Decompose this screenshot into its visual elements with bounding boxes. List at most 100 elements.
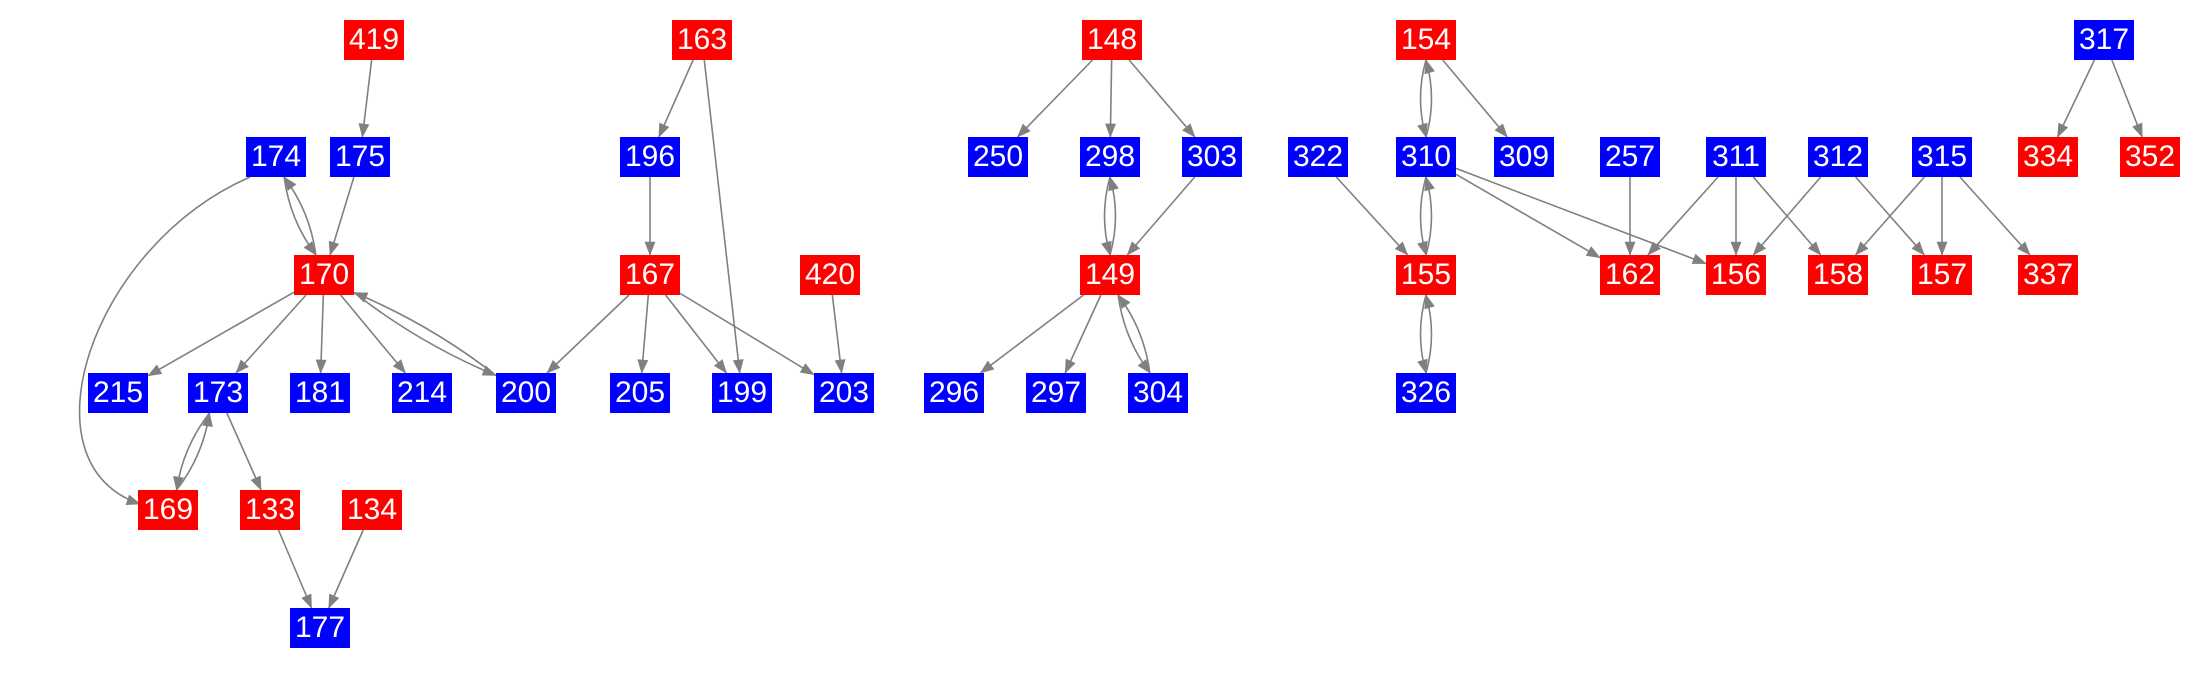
edge-arrowhead [834,359,846,374]
edge-arrowhead [1417,122,1428,138]
edge-arrowhead [1137,359,1151,374]
graph-node-163[interactable]: 163 [672,20,732,60]
edge-arrowhead [1624,241,1636,256]
graph-edge-170-to-173 [235,294,307,374]
graph-node-334[interactable]: 334 [2018,137,2078,177]
graph-edge-134-to-177 [328,529,364,609]
edge-arrowhead [392,359,406,374]
graph-edge-148-to-303 [1128,59,1196,138]
edge-arrowhead [1394,241,1409,256]
edge-arrowhead [1911,241,1925,256]
graph-node-303[interactable]: 303 [1182,137,1242,177]
edge-arrowhead [1807,241,1822,256]
edge-arrowhead [2057,122,2069,138]
edge-arrowhead [1117,294,1131,309]
edge-arrowhead [2132,122,2143,138]
edge-arrowhead [658,122,670,138]
graph-node-181[interactable]: 181 [290,373,350,413]
edge-arrowhead [1417,358,1428,374]
graph-edge-163-to-199 [703,59,741,374]
graph-edge-174-to-169 [78,176,251,505]
graph-node-298[interactable]: 298 [1080,137,1140,177]
edge-arrowhead [1064,358,1076,374]
graph-node-170[interactable]: 170 [294,255,354,295]
graph-edge-311-to-162 [1647,176,1719,256]
graph-node-310[interactable]: 310 [1396,137,1456,177]
graph-edge-317-to-334 [2056,59,2096,138]
edge-arrowhead [1105,123,1117,138]
graph-node-214[interactable]: 214 [392,373,452,413]
graph-node-304[interactable]: 304 [1128,373,1188,413]
graph-node-167[interactable]: 167 [620,255,680,295]
graph-node-169[interactable]: 169 [138,490,198,530]
edge-arrowhead [147,364,163,377]
edge-arrowhead [1108,176,1119,192]
graph-edge-200-to-170 [353,291,497,377]
edge-arrowhead [1016,123,1031,138]
graph-node-257[interactable]: 257 [1600,137,1660,177]
graph-node-250[interactable]: 250 [968,137,1028,177]
graph-node-157[interactable]: 157 [1912,255,1972,295]
graph-node-173[interactable]: 173 [188,373,248,413]
graph-node-199[interactable]: 199 [712,373,772,413]
graph-node-317[interactable]: 317 [2074,20,2134,60]
graph-node-326[interactable]: 326 [1396,373,1456,413]
graph-edge-173-to-133 [226,412,262,491]
graph-node-148[interactable]: 148 [1082,20,1142,60]
edge-arrowhead [1424,294,1435,310]
graph-node-154[interactable]: 154 [1396,20,1456,60]
graph-node-337[interactable]: 337 [2018,255,2078,295]
graph-node-215[interactable]: 215 [88,373,148,413]
graph-node-200[interactable]: 200 [496,373,556,413]
edge-arrowhead [1101,240,1112,256]
graph-node-297[interactable]: 297 [1026,373,1086,413]
edge-arrowhead [1647,241,1661,256]
graph-edge-133-to-177 [277,529,313,609]
edge-arrowhead [644,241,656,256]
graph-node-205[interactable]: 205 [610,373,670,413]
graph-edge-310-to-156 [1455,167,1707,265]
edge-arrowhead [315,359,327,374]
graph-edge-303-to-149 [1126,176,1196,256]
edge-arrowhead [328,593,340,609]
edge-arrowhead [328,240,340,256]
graph-node-203[interactable]: 203 [814,373,874,413]
graph-node-149[interactable]: 149 [1080,255,1140,295]
graph-edge-170-to-200 [353,291,497,377]
graph-edge-163-to-196 [658,59,694,138]
graph-node-133[interactable]: 133 [240,490,300,530]
graph-node-174[interactable]: 174 [246,137,306,177]
graph-node-352[interactable]: 352 [2120,137,2180,177]
graph-node-158[interactable]: 158 [1808,255,1868,295]
graph-node-311[interactable]: 311 [1706,137,1766,177]
graph-edge-310-to-162 [1455,173,1601,259]
edge-arrowhead [1424,59,1435,75]
graph-node-155[interactable]: 155 [1396,255,1456,295]
graph-edge-317-to-352 [2111,59,2143,138]
graph-edge-149-to-297 [1064,294,1102,374]
edge-arrowhead [1752,241,1767,256]
graph-node-322[interactable]: 322 [1288,137,1348,177]
graph-node-296[interactable]: 296 [924,373,984,413]
graph-edge-167-to-200 [546,294,630,374]
edge-arrowhead [1126,241,1141,256]
graph-node-420[interactable]: 420 [800,255,860,295]
graph-node-162[interactable]: 162 [1600,255,1660,295]
edge-arrowhead [2017,241,2031,256]
edge-arrowhead [283,176,297,191]
graph-node-309[interactable]: 309 [1494,137,1554,177]
graph-node-134[interactable]: 134 [342,490,402,530]
graph-node-312[interactable]: 312 [1808,137,1868,177]
edge-arrowhead [125,494,141,505]
graph-node-156[interactable]: 156 [1706,255,1766,295]
graph-node-315[interactable]: 315 [1912,137,1972,177]
edge-arrowhead [202,412,213,427]
graph-node-419[interactable]: 419 [344,20,404,60]
graph-node-175[interactable]: 175 [330,137,390,177]
edge-arrowhead [1585,246,1601,259]
graph-node-196[interactable]: 196 [620,137,680,177]
edge-arrowhead [732,359,744,374]
graph-edge-175-to-170 [329,176,355,256]
graph-node-177[interactable]: 177 [290,608,350,648]
